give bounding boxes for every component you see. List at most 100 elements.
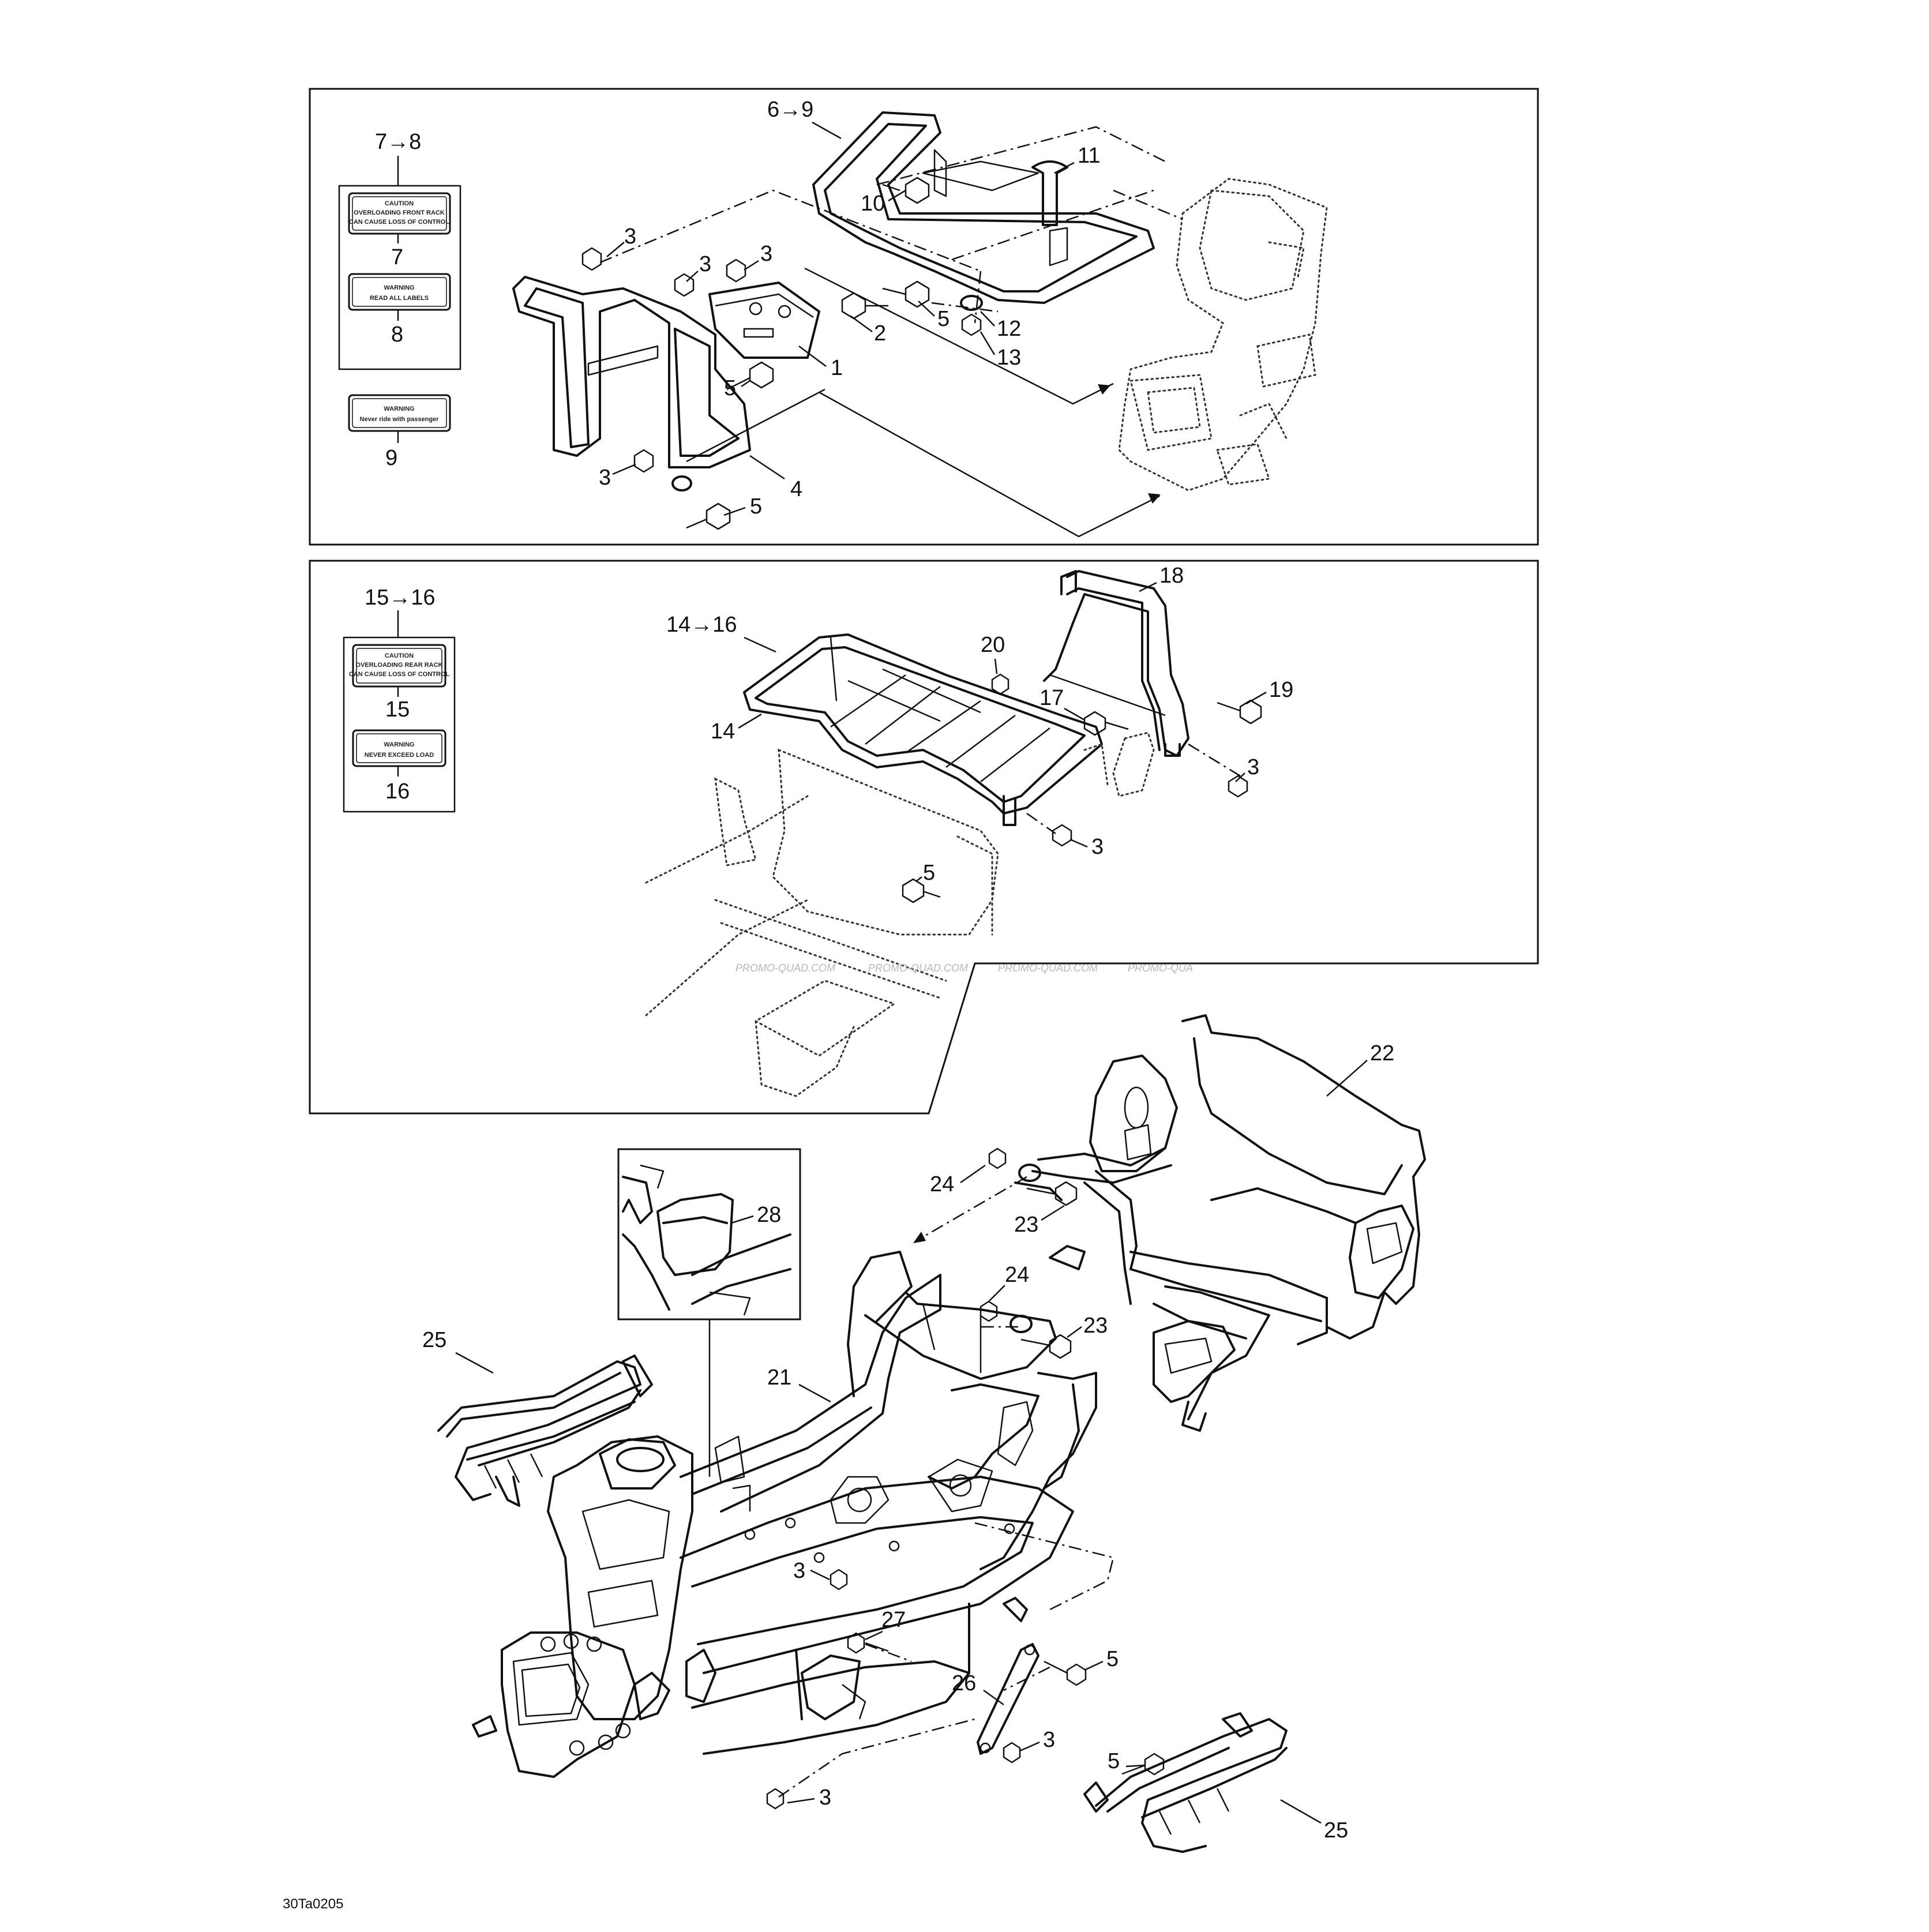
callout-5: 5 [1106,1647,1119,1671]
callout-3: 3 [599,466,611,490]
main-frame-section: 28 [422,1014,1426,1853]
callout-3: 3 [793,1559,805,1583]
callouts-bottom: 22 24 23 24 23 25 25 21 3 27 5 26 3 [422,1041,1394,1843]
label-group-14-16: 14→16 [666,613,737,637]
rear-rack [743,633,1103,826]
callout-17: 17 [1039,686,1064,710]
callout-7: 7 [391,245,403,269]
decal-15-line3: CAN CAUSE LOSS OF CONTROL [349,671,449,678]
decal-16: WARNING NEVER EXCEED LOAD [352,729,446,767]
rear-bumper [1043,570,1189,757]
decal-9-line2: Never ride with passenger [360,416,440,423]
callout-5: 5 [724,376,736,400]
callout-27: 27 [881,1608,906,1632]
decal-box [338,185,461,370]
callout-3: 3 [819,1785,831,1810]
callout-3: 3 [1043,1728,1055,1752]
decal-7-line3: CAN CAUSE LOSS OF CONTROL [349,219,449,226]
callout-21: 21 [767,1365,791,1390]
callout-3: 3 [1247,755,1259,779]
callout-2: 2 [874,321,886,346]
decal-7-line2: OVERLOADING FRONT RACK [354,209,445,216]
callout-13: 13 [997,346,1021,370]
callout-5: 5 [937,307,950,331]
fasteners-mid [902,673,1262,903]
decal-box [343,636,456,813]
callout-28: 28 [757,1203,781,1227]
decal-16-line2: NEVER EXCEED LOAD [365,752,434,759]
decal-15: CAUTION OVERLOADING REAR RACK CAN CAUSE … [349,644,449,688]
callout-25: 25 [422,1328,446,1352]
watermark: PROMO-QUAD.COM [998,962,1098,974]
figure-id: 30Ta0205 [283,1896,343,1912]
decal-8-line2: READ ALL LABELS [370,295,429,302]
brace-26 [977,1643,1039,1755]
callout-19: 19 [1269,678,1293,702]
label-group-15-16: 15→16 [365,586,436,610]
callout-25: 25 [1324,1818,1348,1843]
main-frame [472,1251,1097,1778]
callout-5: 5 [750,494,762,519]
callout-16: 16 [385,779,410,804]
callout-15: 15 [385,697,410,722]
callout-1: 1 [831,356,843,380]
front-rack [812,111,1155,304]
decal-16-line1: WARNING [384,741,414,748]
bumper-bracket [708,282,820,359]
callout-23: 23 [1083,1314,1108,1338]
callout-11: 11 [1078,144,1100,168]
callout-3: 3 [760,242,772,266]
callout-26: 26 [952,1671,976,1695]
callout-3: 3 [624,224,636,249]
frame-rear-ghost [645,731,1155,1097]
callouts-mid: 14→16 14 18 20 17 19 3 3 5 [666,564,1293,885]
decal-8-line1: WARNING [384,284,414,291]
callout-23: 23 [1014,1213,1038,1237]
decal-group-15-16: 15→16 CAUTION OVERLOADING REAR RACK CAN … [343,586,456,813]
decal-7: CAUTION OVERLOADING FRONT RACK CAN CAUSE… [348,192,451,235]
panel-front-rack: 7→8 CAUTION OVERLOADING FRONT RACK CAN C… [309,88,1539,546]
decal-8: WARNING READ ALL LABELS [348,273,451,311]
callout-24: 24 [930,1172,954,1196]
panel-border-top [309,88,1539,546]
callout-5: 5 [923,861,935,885]
rear-subframe [1014,1014,1426,1432]
detail-inset-28: 28 [617,1148,801,1477]
callout-4: 4 [790,477,802,501]
footrest-left [437,1355,653,1507]
decal-9: WARNING Never ride with passenger 9 [348,394,451,470]
inset-border [617,1148,801,1320]
fasteners-bottom [766,1147,1165,1810]
label-group-7-8: 7→8 [375,130,421,154]
decal-group-7-8: 7→8 CAUTION OVERLOADING FRONT RACK CAN C… [338,130,461,370]
decal-9-line1: WARNING [384,406,414,412]
label-group-6-9: 6→9 [767,97,813,122]
callout-5: 5 [1108,1749,1120,1773]
watermark: PROMO-QUAD.COM [735,962,835,974]
watermark: PROMO-QUAD.COM [868,962,968,974]
callout-22: 22 [1370,1041,1394,1066]
decal-7-line1: CAUTION [385,200,414,207]
callout-12: 12 [997,317,1021,341]
callout-20: 20 [981,633,1005,657]
front-bumper [512,276,751,492]
callout-18: 18 [1159,564,1184,588]
panel-border-mid [309,560,1539,1115]
callout-14: 14 [711,719,735,744]
callouts-top: 6→9 3 3 3 3 2 1 4 5 5 5 10 11 1 [599,97,1100,519]
frame-front-ghost [1118,178,1328,492]
decal-15-line2: OVERLOADING REAR RACK [356,662,443,669]
callout-8: 8 [391,322,403,347]
assembly-lines-top [599,126,1183,538]
callout-10: 10 [861,192,885,216]
footrest-right [1083,1712,1288,1853]
watermark-row: PROMO-QUAD.COM PROMO-QUAD.COM PROMO-QUAD… [735,962,1193,974]
callout-24: 24 [1005,1263,1029,1287]
callout-9: 9 [385,446,397,470]
panel-rear-rack: 15→16 CAUTION OVERLOADING REAR RACK CAN … [309,560,1539,1115]
watermark: PROMO-QUA [1128,962,1193,974]
callout-3: 3 [1091,835,1104,859]
callout-3: 3 [699,252,711,276]
